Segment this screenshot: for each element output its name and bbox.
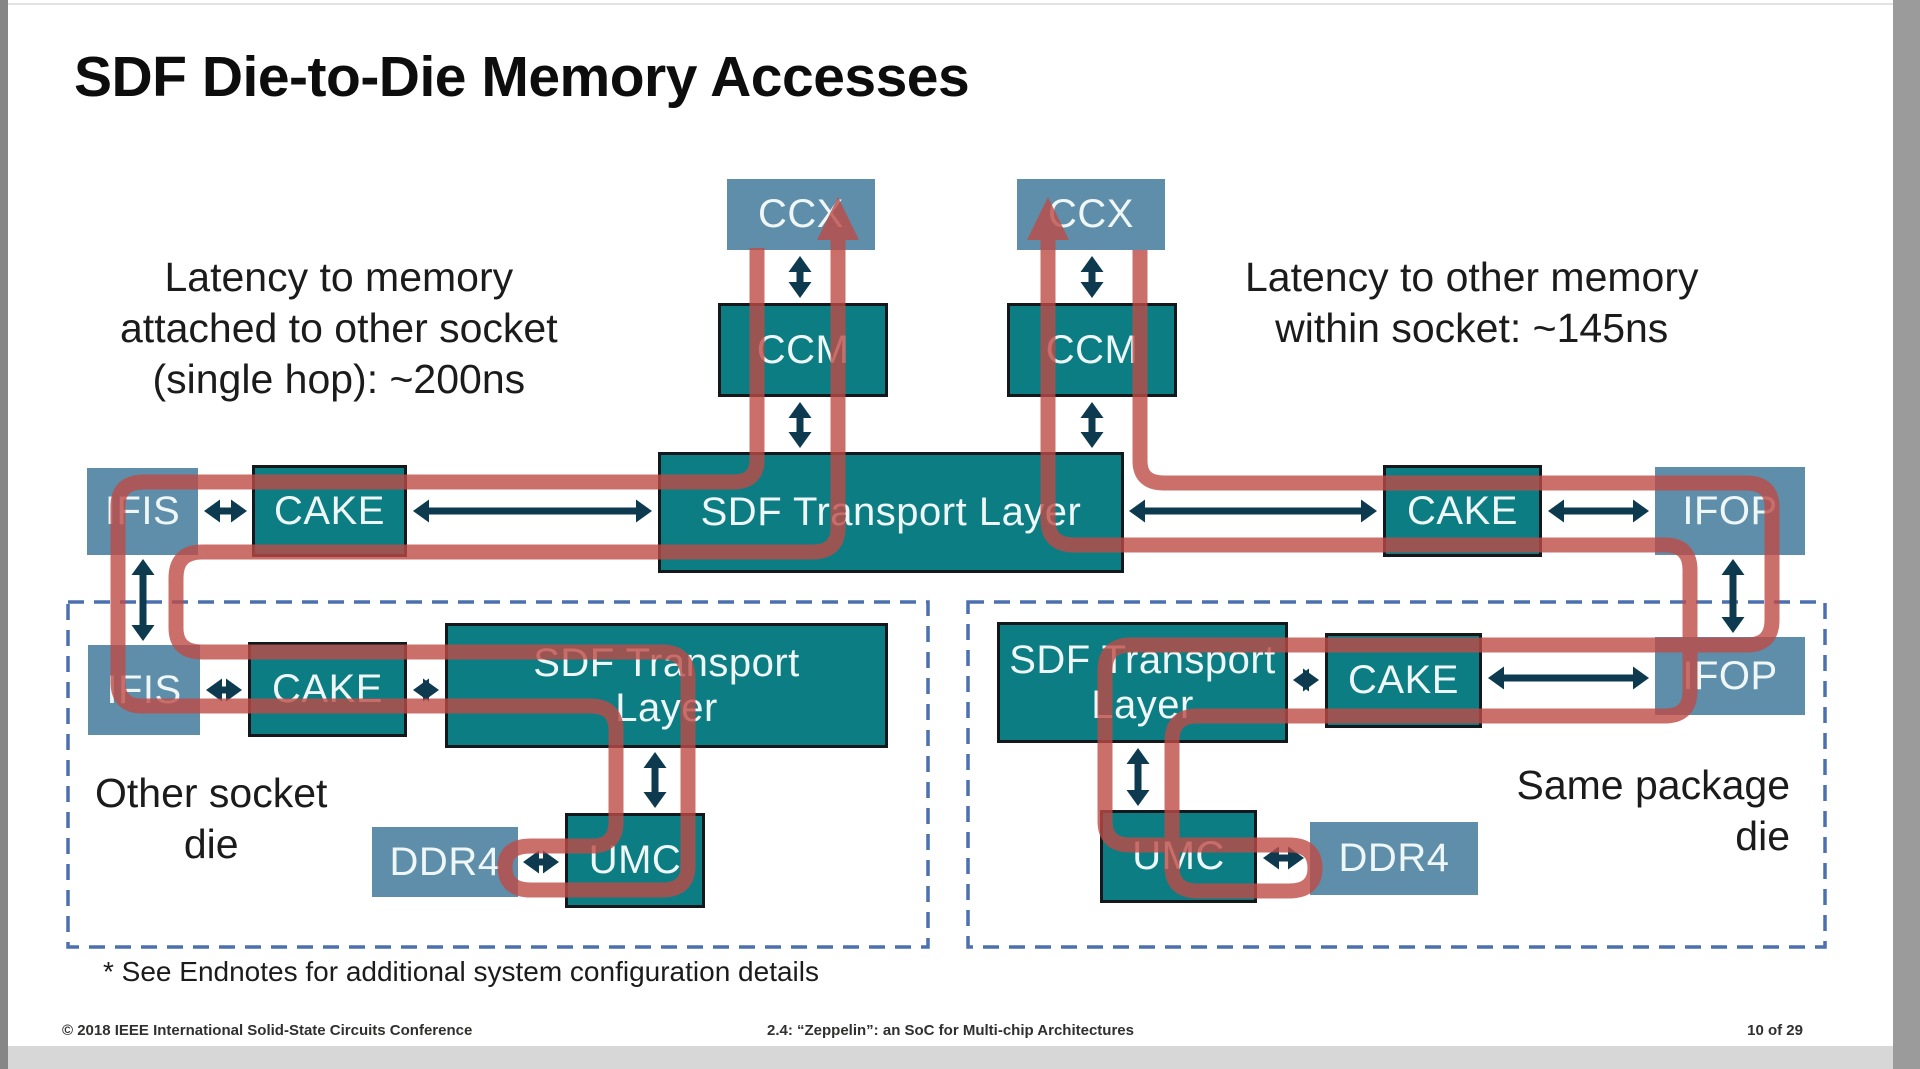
route-arrowhead-ccx-left [817,197,859,240]
arrowhead [1361,499,1377,523]
arrowhead [1080,432,1104,448]
arrowhead [1548,499,1564,523]
capture-edge-right [1893,0,1920,1069]
memory-access-routes [110,197,1780,899]
arrowhead [543,850,559,874]
box-ddr4-same-die: DDR4 [1310,822,1478,895]
footer-paper-title: 2.4: “Zeppelin”: an SoC for Multi-chip A… [767,1022,1134,1039]
arrowhead [131,559,155,575]
footnote: * See Endnotes for additional system con… [103,956,819,987]
arrowhead [413,499,429,523]
arrowhead [788,282,812,298]
same-package-die-boundary [966,600,1827,949]
arrowhead [131,625,155,641]
arrowhead [1080,402,1104,418]
arrowhead [226,678,242,702]
annotation-latency-other-socket: Latency to memory attached to other sock… [120,254,558,402]
arrowhead [1080,282,1104,298]
arrowhead [231,499,247,523]
arrowhead [788,402,812,418]
arrowhead [1126,790,1150,806]
label-other-socket-die: Other socket die [95,770,328,867]
slide-title: SDF Die-to-Die Memory Accesses [74,45,970,109]
box-ddr4-other-die: DDR4 [372,827,518,897]
arrowhead [204,499,220,523]
arrowhead [1129,499,1145,523]
arrowhead [1303,668,1319,692]
arrowhead [643,752,667,768]
arrowhead [788,432,812,448]
capture-edge-top [8,3,1893,5]
arrowhead [423,678,439,702]
arrowhead [1080,256,1104,272]
arrowhead [1633,666,1649,690]
arrowhead [206,678,222,702]
other-socket-die-boundary [66,600,930,949]
arrowhead [788,256,812,272]
arrowhead [1488,666,1504,690]
capture-edge-bottom [8,1046,1893,1069]
capture-edge-left [0,0,8,1069]
box-ccm-right: CCM [1007,303,1177,397]
label-same-package-die: Same package die [1516,762,1790,859]
arrowhead [523,850,539,874]
arrowhead [643,792,667,808]
route-arrowhead-ccx-right [1027,197,1069,240]
arrowhead [1633,499,1649,523]
annotation-latency-within-socket: Latency to other memory within socket: ~… [1245,254,1699,351]
arrowhead [1721,617,1745,633]
box-sdf-transport-other-die: SDF Transport Layer [445,623,888,748]
footer-page-number: 10 of 29 [1747,1022,1803,1039]
interconnect-arrows [131,256,1745,874]
arrowhead [1126,748,1150,764]
footer-copyright: © 2018 IEEE International Solid-State Ci… [62,1022,473,1039]
arrowhead [1721,559,1745,575]
arrowhead [636,499,652,523]
route-same-package-loop [1040,240,1780,899]
route-other-socket-loop [110,240,846,898]
